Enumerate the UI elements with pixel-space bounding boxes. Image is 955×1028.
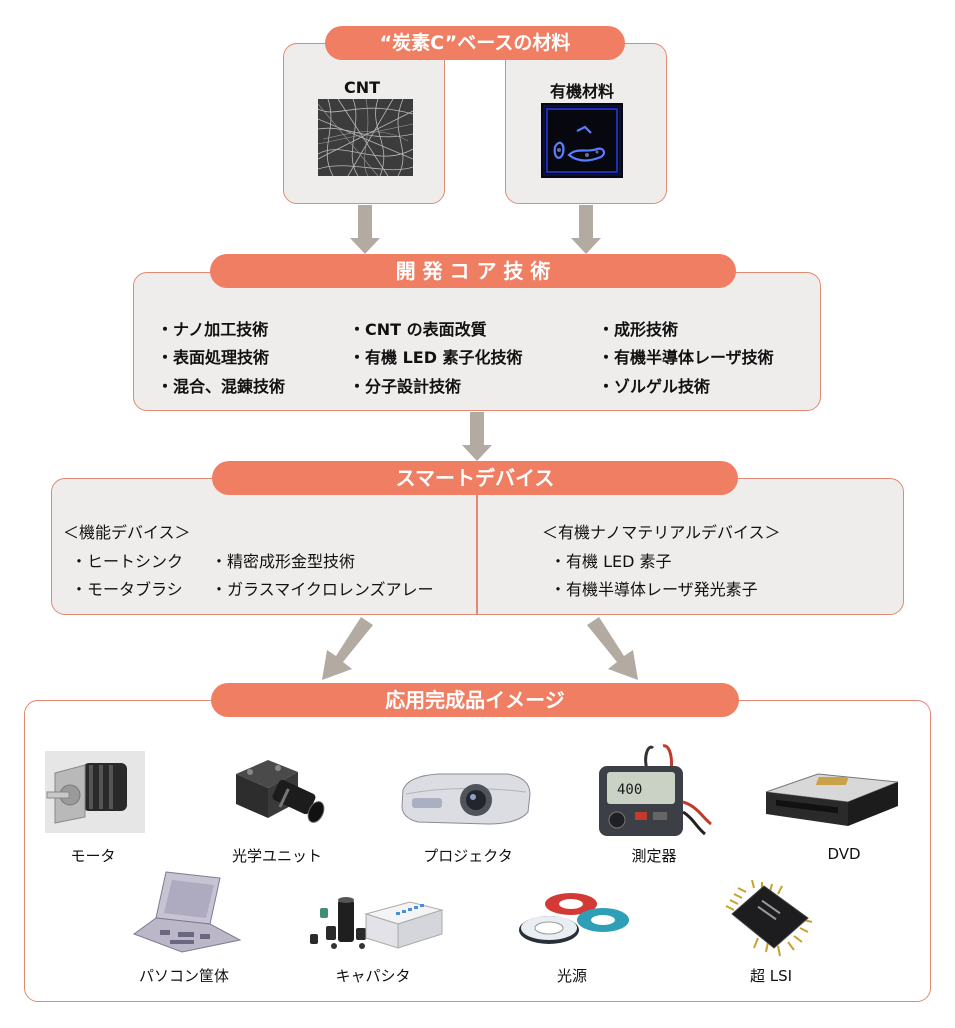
app-label-projector: プロジェクタ [423,847,513,865]
capacitor-image [310,897,444,949]
projector-image [401,773,531,825]
cnt-label: CNT [344,78,381,97]
core-item: ・表面処理技術 [157,348,270,367]
core-item: ・有機半導体レーザ技術 [598,348,774,367]
pc-housing-image [132,871,242,953]
smart-device-divider [476,494,478,614]
measuring-instrument-image: 400 [599,744,712,836]
app-label-optical-unit: 光学ユニット [231,847,323,865]
functional-device-item: ・ガラスマイクロレンズアレー [211,580,434,599]
materials-title: “炭素C”ベースの材料 [325,26,625,60]
core-item: ・ゾルゲル技術 [598,377,711,396]
core-technology-title: 開 発 コ ア 技 術 [210,254,736,288]
app-label-dvd: DVD [827,845,861,863]
organic-nano-device-item: ・有機半導体レーザ発光素子 [550,580,758,599]
applications-title: 応用完成品イメージ [211,683,739,717]
core-item: ・CNT の表面改質 [349,320,487,339]
arrow-smart-to-app-right [587,617,638,680]
core-item: ・混合、混錬技術 [157,377,286,396]
app-label-capacitor: キャパシタ [335,967,411,985]
arrow-cnt-to-core [350,205,380,254]
organic-material-label: 有機材料 [550,82,615,101]
light-source-image [519,893,629,944]
smart-device-panel [51,478,904,615]
functional-device-heading: ＜機能デバイス＞ [63,523,191,542]
app-label-lsi: 超 LSI [749,967,793,985]
organic-nano-device-heading: ＜有機ナノマテリアルデバイス＞ [542,523,781,542]
lsi-chip-image [725,880,813,957]
core-item: ・ナノ加工技術 [157,320,269,339]
core-item: ・有機 LED 素子化技術 [349,348,523,367]
app-label-measuring-instrument: 測定器 [631,847,677,865]
dvd-drive-image [765,773,899,826]
arrow-smart-to-app-left [322,617,373,680]
smart-device-title: スマートデバイス [212,461,738,495]
cnt-image [318,99,413,176]
app-label-motor: モータ [70,847,116,865]
core-technology-panel [133,272,821,411]
arrow-core-to-smart [462,412,492,461]
arrow-organic-to-core [571,205,601,254]
organic-material-image [541,103,623,178]
app-label-light-source: 光源 [556,967,588,985]
app-label-pc-housing: パソコン筐体 [138,967,230,985]
core-item: ・分子設計技術 [349,377,462,396]
functional-device-item: ・モータブラシ [71,580,183,599]
optical-unit-image [236,760,325,823]
organic-nano-device-item: ・有機 LED 素子 [550,552,672,571]
core-item: ・成形技術 [598,320,679,339]
motor-image [45,751,145,833]
functional-device-item: ・ヒートシンク [71,552,184,571]
svg-text:400: 400 [617,782,642,798]
functional-device-item: ・精密成形金型技術 [211,552,356,571]
